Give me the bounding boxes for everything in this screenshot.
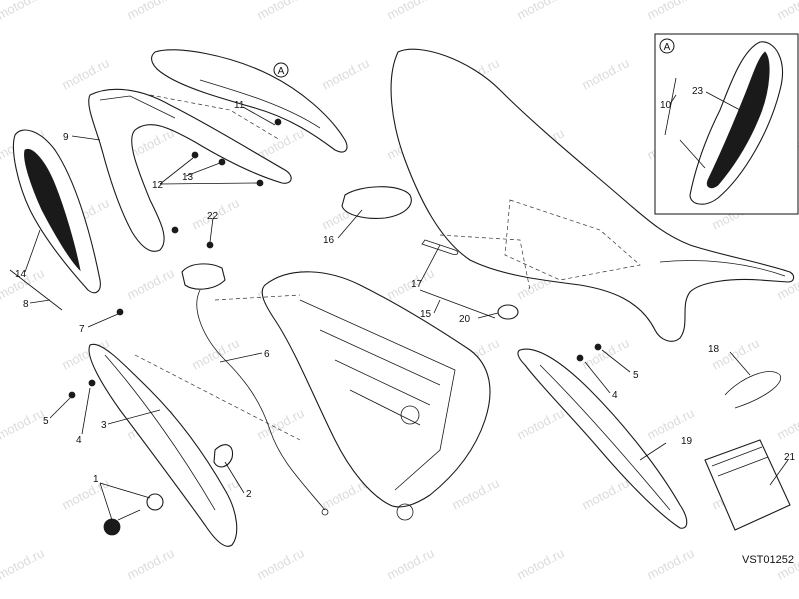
watermark-text: motod.ru xyxy=(449,475,501,512)
seat-release-cable xyxy=(181,263,329,516)
detail-marker-a: A xyxy=(273,62,289,78)
watermark-text: motod.ru xyxy=(579,475,631,512)
callout-7: 7 xyxy=(79,324,85,335)
callout-19: 19 xyxy=(681,436,693,447)
watermark-text: motod.ru xyxy=(0,545,47,582)
lower-left-cover xyxy=(88,343,238,547)
helmet-cable xyxy=(724,371,781,409)
seat xyxy=(390,48,795,342)
callout-5-left: 5 xyxy=(43,416,49,427)
detail-label-circle xyxy=(659,38,675,54)
callout-3: 3 xyxy=(101,420,107,431)
watermark-text: motod.ru xyxy=(124,265,176,302)
callout-10: 10 xyxy=(660,100,672,111)
drawing-reference-code: VST01252 xyxy=(742,554,794,566)
callout-14: 14 xyxy=(15,269,27,280)
owners-manual xyxy=(704,439,791,531)
rubber-strip xyxy=(419,289,496,319)
cable-tie xyxy=(421,239,459,255)
watermark-text: motod.ru xyxy=(0,405,47,442)
rubber-bumper xyxy=(497,304,519,320)
callout-6: 6 xyxy=(264,349,270,360)
right-side-cover xyxy=(517,348,688,529)
watermark-text: motod.ru xyxy=(774,0,799,23)
watermark-text: motod.ru xyxy=(0,0,47,23)
callout-2: 2 xyxy=(246,489,252,500)
callout-16: 16 xyxy=(323,235,335,246)
seat-pad xyxy=(341,186,412,219)
callout-4-left: 4 xyxy=(76,435,82,446)
callout-8: 8 xyxy=(23,299,29,310)
watermark-text: motod.ru xyxy=(579,55,631,92)
callout-11: 11 xyxy=(234,100,245,111)
watermark-text: motod.ru xyxy=(254,545,306,582)
callout-leaders xyxy=(24,91,789,521)
watermark-text: motod.ru xyxy=(124,0,176,23)
watermark-text: motod.ru xyxy=(644,0,696,23)
watermark-text: motod.ru xyxy=(384,0,436,23)
watermark-text: motod.ru xyxy=(124,545,176,582)
callout-5-right: 5 xyxy=(633,370,639,381)
watermark-text: motod.ru xyxy=(774,405,799,442)
callout-9: 9 xyxy=(63,132,69,143)
callout-4-right: 4 xyxy=(612,390,618,401)
watermark-text: motod.ru xyxy=(644,545,696,582)
watermark-text: motod.ru xyxy=(189,335,241,372)
watermark-text: motod.ru xyxy=(384,545,436,582)
callout-20: 20 xyxy=(459,314,471,325)
watermark-text: motod.ru xyxy=(319,55,371,92)
watermark-text: motod.ru xyxy=(514,545,566,582)
detail-view-a: A xyxy=(654,33,799,215)
watermark-text: motod.ru xyxy=(59,55,111,92)
fasteners xyxy=(68,118,602,399)
tail-cover xyxy=(151,49,348,153)
rear-frame-support xyxy=(88,88,292,252)
callout-15: 15 xyxy=(420,309,432,320)
callout-18: 18 xyxy=(708,344,720,355)
left-side-panel xyxy=(9,129,101,311)
callout-1: 1 xyxy=(93,474,99,485)
detail-label: A xyxy=(664,42,671,53)
hinge-bracket xyxy=(213,444,234,468)
callout-17: 17 xyxy=(411,279,423,290)
callout-13: 13 xyxy=(182,172,194,183)
watermark-text: motod.ru xyxy=(254,0,306,23)
svg-text:A: A xyxy=(278,66,285,77)
callout-12: 12 xyxy=(152,180,164,191)
watermark-text: motod.ru xyxy=(514,405,566,442)
callout-22: 22 xyxy=(207,211,219,222)
seat-lock-key xyxy=(103,493,164,536)
callout-21: 21 xyxy=(784,452,796,463)
undertray xyxy=(134,271,491,521)
callout-labels: 1 2 3 4 4 5 5 6 7 8 9 10 11 12 13 14 15 … xyxy=(15,86,796,500)
watermark-text: motod.ru xyxy=(514,0,566,23)
callout-23: 23 xyxy=(692,86,704,97)
